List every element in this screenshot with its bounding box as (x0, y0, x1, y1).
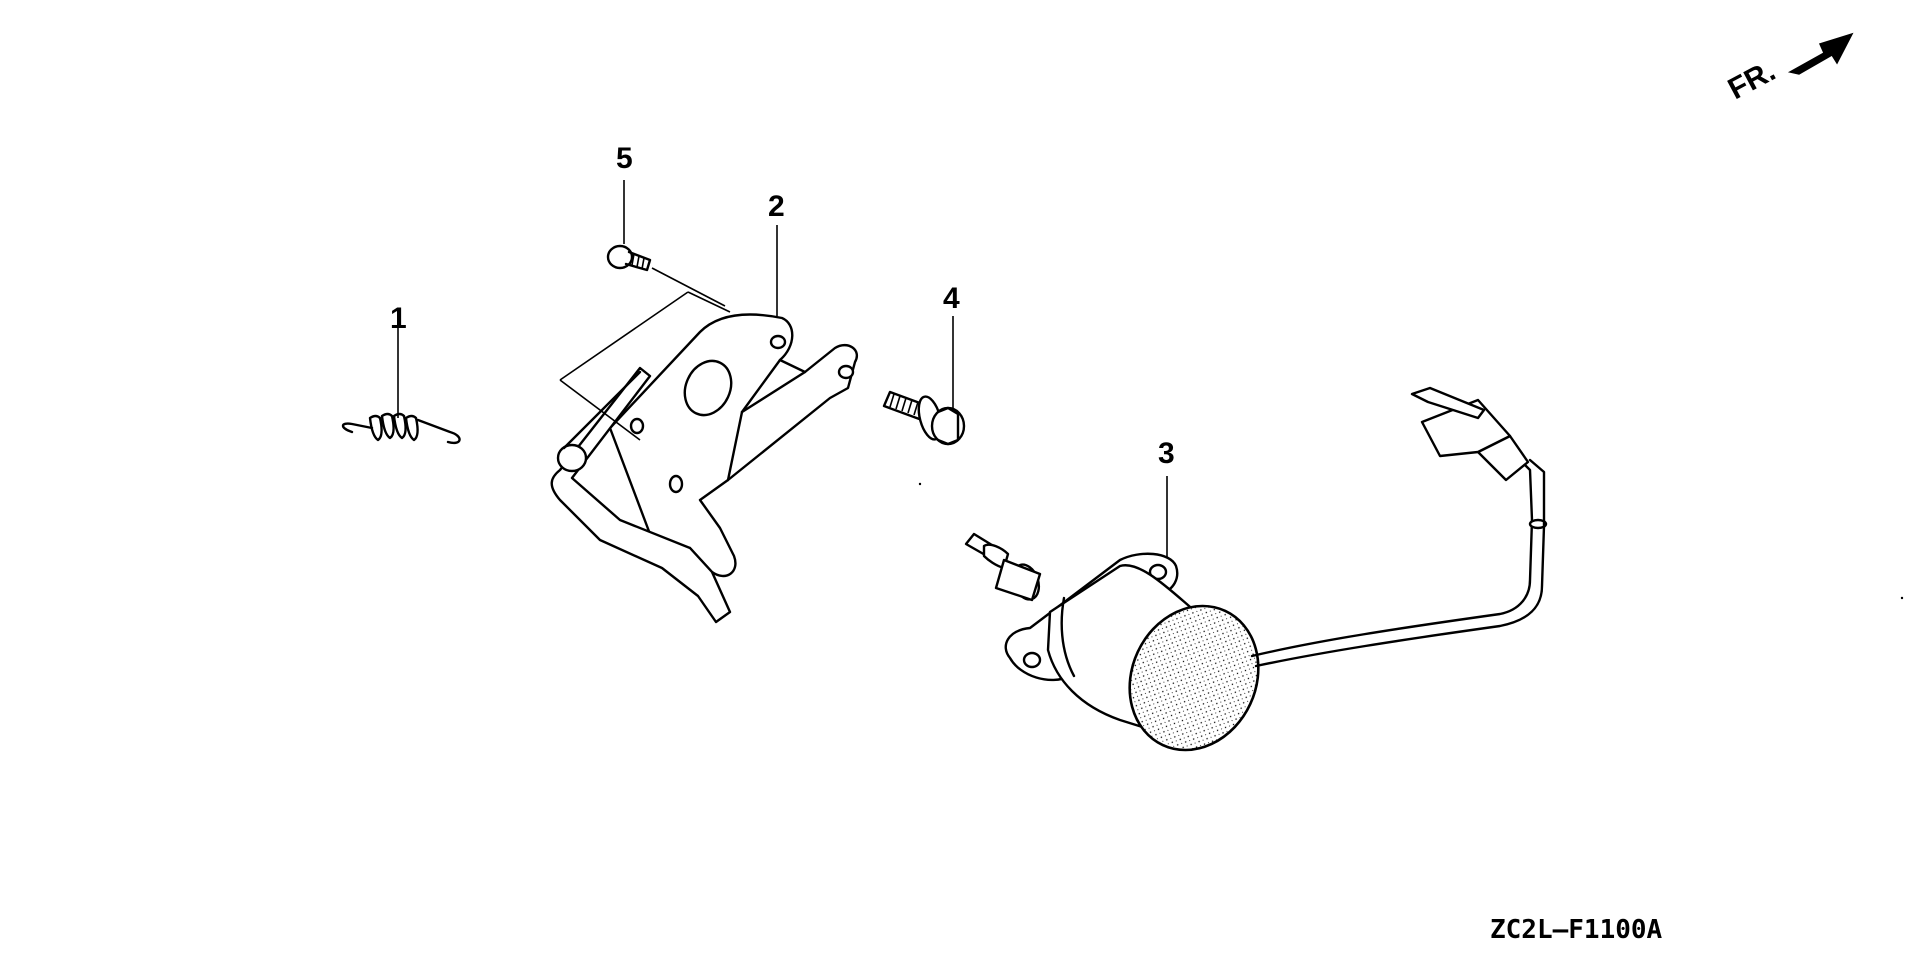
solenoid-end-cap (1128, 604, 1260, 752)
stray-dot (1900, 596, 1904, 600)
callout-labels: 1 2 3 4 5 (390, 142, 1175, 470)
callout-5-label: 5 (616, 142, 633, 175)
front-direction-marker: FR. (1723, 32, 1854, 106)
callout-4-label: 4 (943, 282, 960, 315)
part-1-spring (341, 412, 461, 445)
part-4-flange-bolt (882, 390, 966, 446)
callout-3-label: 3 (1158, 437, 1175, 470)
callout-1-label: 1 (390, 302, 407, 335)
front-direction-arrow-icon (1787, 32, 1854, 75)
diagram-code: ZC2L—F1100A (1490, 915, 1663, 945)
front-label: FR. (1723, 54, 1781, 106)
part-5-screw (606, 244, 726, 307)
part-2-bracket (550, 291, 858, 624)
part-3-solenoid (964, 386, 1548, 752)
callout-leaders (397, 180, 1168, 558)
stray-dot (918, 482, 922, 486)
callout-2-label: 2 (768, 190, 785, 223)
